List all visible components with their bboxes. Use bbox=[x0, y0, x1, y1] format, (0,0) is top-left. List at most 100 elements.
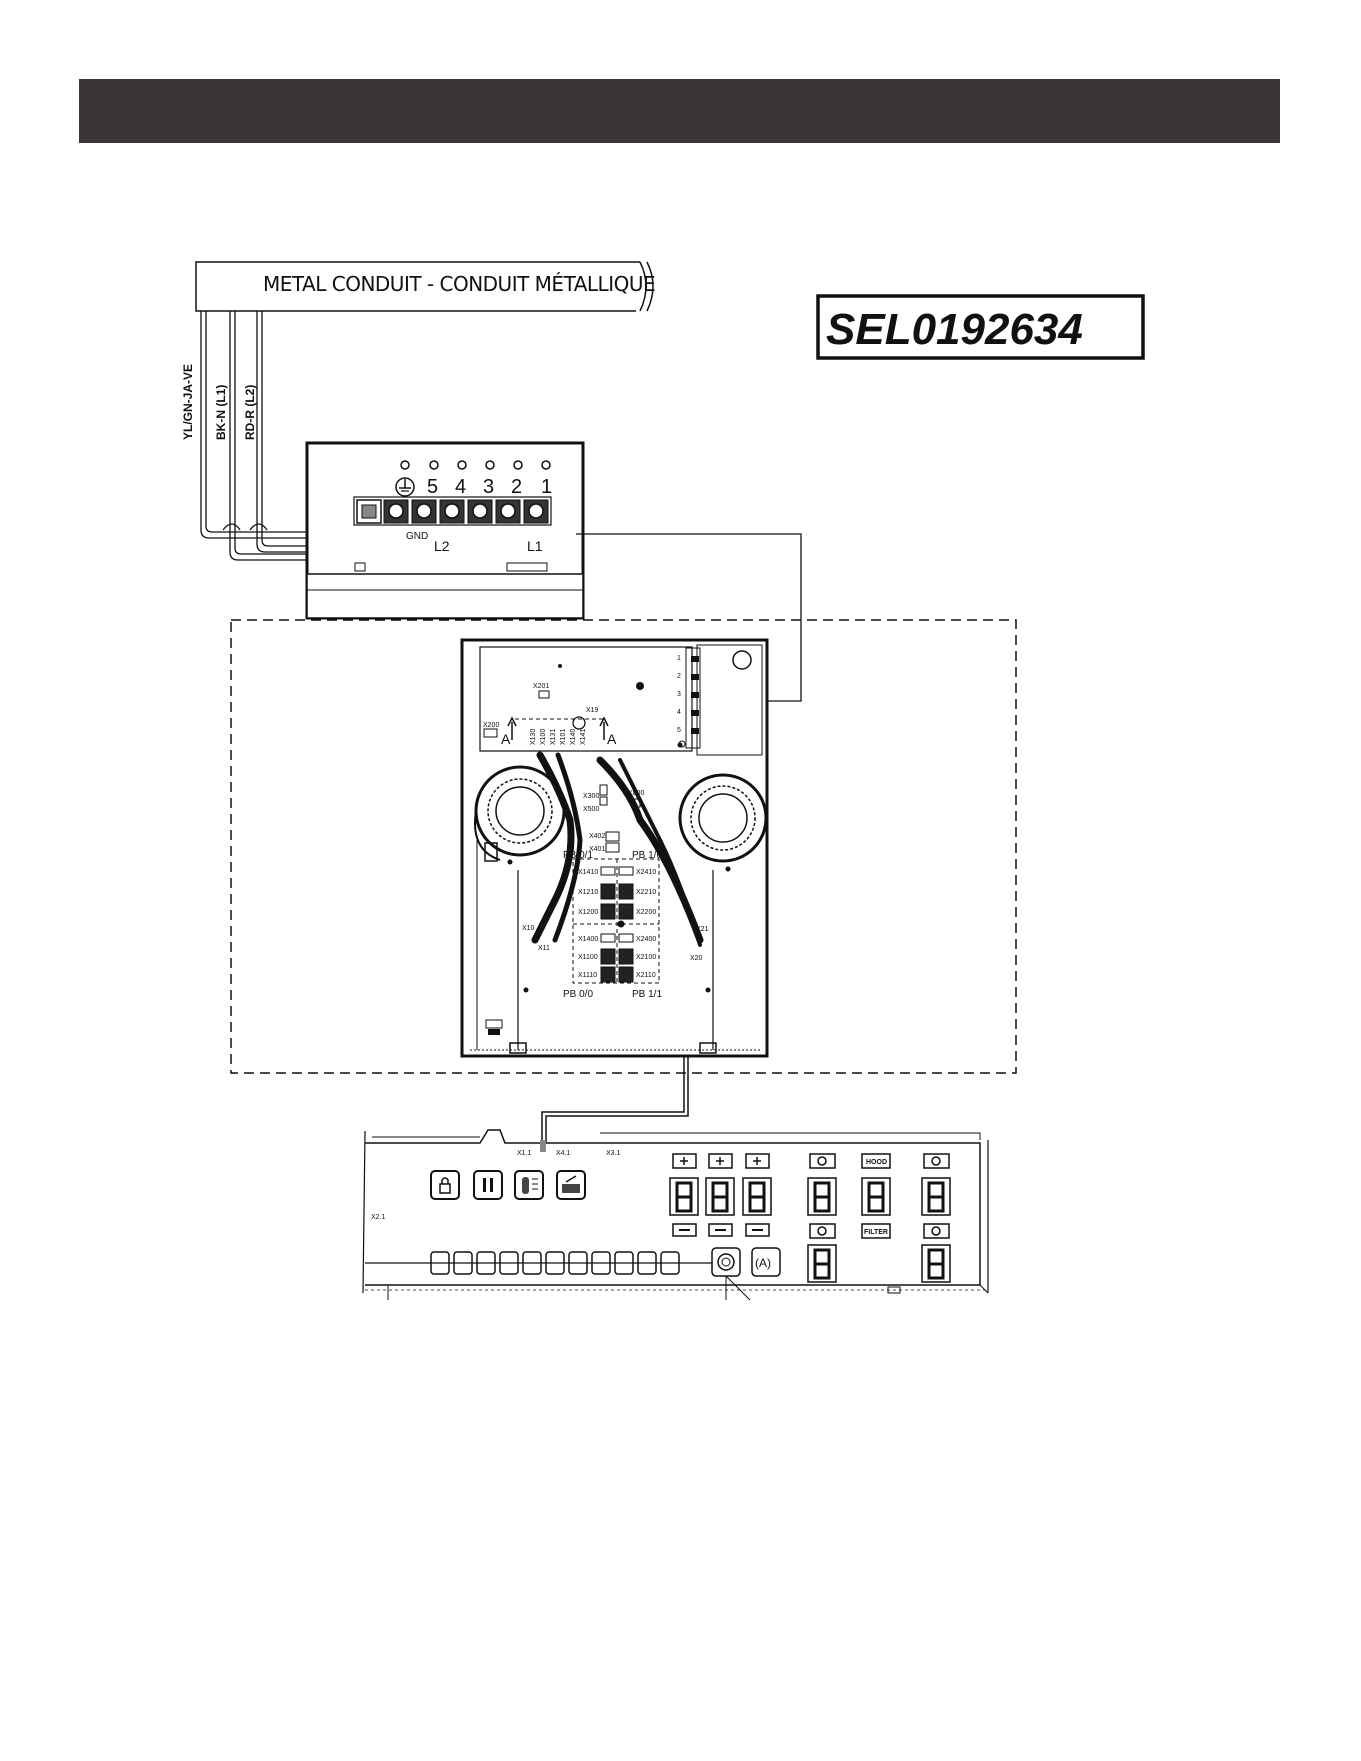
panel-x21-label: X2.1 bbox=[371, 1214, 386, 1221]
side-number-4: 4 bbox=[677, 709, 681, 716]
pb11-label: PB 1/1 bbox=[632, 989, 662, 1000]
wire-label-ground: YL/GN-JA-VE bbox=[181, 364, 195, 440]
auto-label: (A) bbox=[755, 1256, 771, 1270]
x11-label: X11 bbox=[538, 945, 550, 952]
power-on-button[interactable] bbox=[711, 1247, 741, 1277]
hood-label: HOOD bbox=[866, 1159, 887, 1166]
seven-segment-display-2 bbox=[705, 1177, 735, 1216]
x500-label: X500 bbox=[583, 806, 599, 813]
relay-x1400: X1400 bbox=[578, 936, 598, 943]
header-bar bbox=[79, 79, 1280, 143]
terminal-4-label: 4 bbox=[455, 476, 466, 498]
wire-label-l2: RD-R (L2) bbox=[243, 385, 257, 440]
x201-label: X201 bbox=[533, 683, 549, 690]
plus-icon bbox=[716, 1157, 724, 1165]
l2-label: L2 bbox=[434, 538, 450, 554]
seven-segment-display-5 bbox=[807, 1244, 837, 1283]
terminal-block: 5 4 3 2 1 GND L2 L1 bbox=[305, 441, 585, 620]
relay-x2110: X2110 bbox=[636, 972, 656, 979]
relay-x2400: X2400 bbox=[636, 936, 656, 943]
right-fan bbox=[678, 773, 768, 863]
panel-x41-label: X4.1 bbox=[556, 1150, 571, 1157]
x402-label: X402 bbox=[589, 833, 605, 840]
x10-label: X10 bbox=[522, 925, 535, 932]
side-number-3: 3 bbox=[677, 691, 681, 698]
terminal-5-label: 5 bbox=[427, 476, 438, 498]
dashed-boundary bbox=[230, 619, 1017, 1074]
seven-segment-display-8 bbox=[921, 1244, 951, 1283]
timer-button-1[interactable] bbox=[809, 1153, 836, 1169]
relay-x1110: X1110 bbox=[578, 972, 597, 979]
power-icon bbox=[717, 1253, 735, 1271]
vlabel-x130: X130 bbox=[530, 729, 537, 745]
left-fan bbox=[474, 765, 566, 861]
filter-label: FILTER bbox=[864, 1229, 888, 1236]
l1-label: L1 bbox=[527, 538, 543, 554]
relay-x1100: X1100 bbox=[578, 954, 598, 961]
pb00-label: PB 0/0 bbox=[563, 989, 593, 1000]
side-number-2: 2 bbox=[677, 673, 681, 680]
minus-button-1[interactable] bbox=[672, 1223, 697, 1237]
x19-label: X19 bbox=[586, 707, 599, 714]
metal-conduit: METAL CONDUIT - CONDUIT MÉTALLIQUE bbox=[195, 261, 656, 312]
side-number-1: 1 bbox=[677, 655, 681, 662]
cookware-button[interactable] bbox=[556, 1170, 586, 1200]
board-to-panel-cable bbox=[541, 1055, 685, 1143]
plus-button-2[interactable] bbox=[708, 1153, 733, 1169]
gnd-label: GND bbox=[406, 531, 428, 542]
clock-icon bbox=[817, 1156, 827, 1166]
relay-x1210: X1210 bbox=[578, 889, 598, 896]
x401-label: X401 bbox=[589, 846, 605, 853]
pause-button[interactable] bbox=[473, 1170, 503, 1200]
pb01-label: PB 0/1 bbox=[563, 850, 593, 861]
timer-button-4[interactable] bbox=[923, 1223, 950, 1239]
vlabel-x140: X140 bbox=[570, 729, 577, 745]
power-board: X201 X19 A A X200 1 2 3 4 5 X130 X100 X1… bbox=[460, 638, 769, 1058]
relay-x1410: X1410 bbox=[578, 869, 598, 876]
terminal-1-label: 1 bbox=[541, 476, 552, 498]
filter-button[interactable]: FILTER bbox=[861, 1223, 891, 1239]
vlabel-x100: X100 bbox=[540, 729, 547, 745]
relay-x2410: X2410 bbox=[636, 869, 656, 876]
model-number-box: SEL0192634 bbox=[816, 294, 1145, 360]
seven-segment-display-6 bbox=[861, 1177, 891, 1216]
lock-button[interactable] bbox=[430, 1170, 460, 1200]
wire-label-l1: BK-N (L1) bbox=[214, 385, 228, 440]
ground-symbol-icon bbox=[395, 460, 415, 497]
section-mark-left: A bbox=[501, 731, 511, 747]
seven-segment-display-7 bbox=[921, 1177, 951, 1216]
auto-button[interactable]: (A) bbox=[751, 1247, 781, 1277]
thermometer-icon bbox=[522, 1177, 529, 1194]
lock-icon bbox=[439, 1183, 451, 1194]
timer-button-3[interactable] bbox=[923, 1153, 950, 1169]
minus-button-3[interactable] bbox=[745, 1223, 770, 1237]
seven-segment-display-4 bbox=[807, 1177, 837, 1216]
seven-segment-display-3 bbox=[742, 1177, 772, 1216]
control-panel: X1.1 X4.1 X3.1 X2.1 bbox=[362, 1129, 989, 1301]
temperature-button[interactable] bbox=[514, 1170, 544, 1200]
plus-icon bbox=[680, 1157, 688, 1165]
pb10-label: PB 1/0 bbox=[632, 850, 662, 861]
panel-x11-label: X1.1 bbox=[517, 1150, 532, 1157]
model-number: SEL0192634 bbox=[826, 305, 1083, 354]
plus-button-1[interactable] bbox=[672, 1153, 697, 1169]
timer-button-2[interactable] bbox=[809, 1223, 836, 1239]
terminal-2-label: 2 bbox=[511, 476, 522, 498]
screw-terminals bbox=[356, 499, 549, 524]
plus-button-3[interactable] bbox=[745, 1153, 770, 1169]
clock-icon bbox=[817, 1226, 827, 1236]
vlabel-x131: X131 bbox=[550, 729, 557, 745]
panel-x31-label: X3.1 bbox=[606, 1150, 621, 1157]
hood-button[interactable]: HOOD bbox=[861, 1153, 891, 1169]
relay-x2210: X2210 bbox=[636, 889, 656, 896]
clock-icon bbox=[931, 1156, 941, 1166]
clock-icon bbox=[931, 1226, 941, 1236]
relay-x1200: X1200 bbox=[578, 909, 598, 916]
x800-label: X800 bbox=[628, 790, 644, 797]
x21-label: X21 bbox=[696, 926, 709, 933]
terminal-3-label: 3 bbox=[483, 476, 494, 498]
relay-x2200: X2200 bbox=[636, 909, 656, 916]
minus-button-2[interactable] bbox=[708, 1223, 733, 1237]
side-number-5: 5 bbox=[677, 727, 681, 734]
x20-label: X20 bbox=[690, 955, 703, 962]
